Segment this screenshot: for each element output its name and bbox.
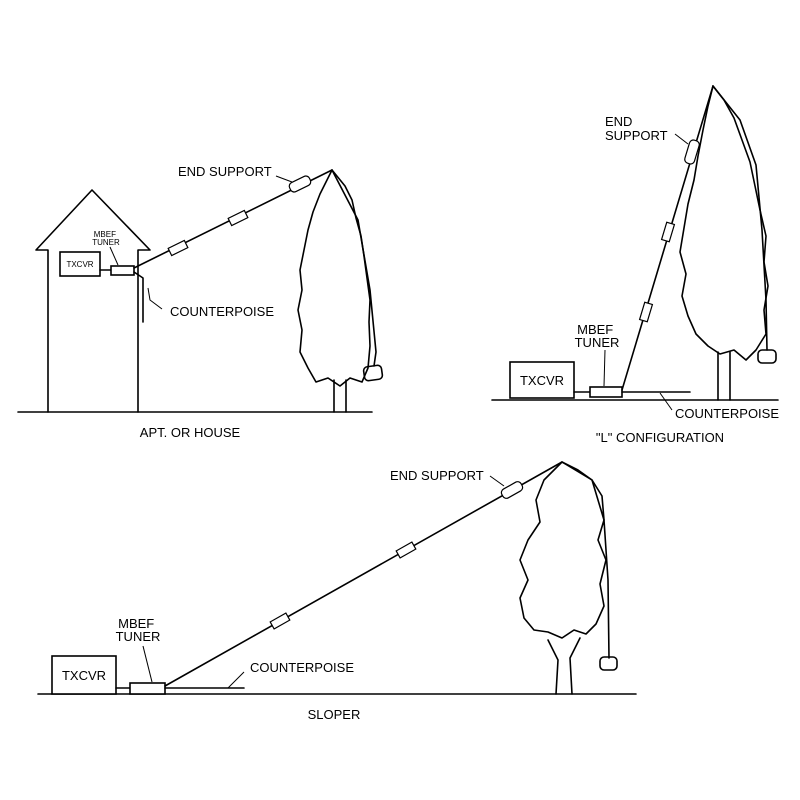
end-support-label: END SUPPORT bbox=[605, 114, 668, 143]
tree-foliage bbox=[679, 85, 769, 361]
tuner-box bbox=[129, 682, 166, 695]
counterpoise-label: COUNTERPOISE bbox=[170, 304, 274, 319]
end-support-label: END SUPPORT bbox=[178, 164, 272, 179]
end-support-insulator bbox=[500, 481, 524, 499]
end-support-pointer bbox=[489, 475, 505, 487]
tuner-label: MBEF TUNER bbox=[92, 230, 120, 247]
txcvr-box bbox=[59, 251, 101, 277]
end-support-insulator bbox=[288, 175, 312, 193]
insulator bbox=[167, 239, 189, 257]
tree-foliage bbox=[519, 461, 607, 639]
insulator bbox=[395, 541, 417, 559]
caption-apartment: APT. OR HOUSE bbox=[140, 425, 241, 440]
panel-apartment: TXCVR MBEF TUNER COUNTERPOISE END SUPPOR… bbox=[17, 164, 384, 440]
insulator bbox=[269, 612, 291, 630]
tuner-label: MBEF TUNER bbox=[116, 616, 161, 644]
insulator bbox=[227, 209, 249, 227]
end-support-pointer bbox=[674, 133, 689, 145]
tree-trunk bbox=[333, 379, 347, 413]
panel-l-config: TXCVR MBEF TUNER COUNTERPOISE END SUPPOR… bbox=[491, 85, 779, 445]
halyard-rope bbox=[561, 461, 610, 659]
tree-foliage bbox=[297, 169, 371, 387]
tuner-pointer bbox=[109, 246, 119, 266]
end-support-label: END SUPPORT bbox=[390, 468, 484, 483]
txcvr-label: TXCVR bbox=[62, 668, 106, 683]
house-outline bbox=[35, 189, 151, 413]
txcvr-label: TXCVR bbox=[520, 373, 564, 388]
txcvr-box bbox=[509, 361, 575, 399]
tuner-label: MBEF TUNER bbox=[575, 322, 620, 350]
tuner-pointer bbox=[142, 645, 153, 683]
tuner-box bbox=[589, 386, 623, 398]
panel-sloper: TXCVR MBEF TUNER COUNTERPOISE END SUPPOR… bbox=[37, 461, 637, 722]
counterpoise-pointer bbox=[227, 671, 245, 689]
txcvr-label: TXCVR bbox=[66, 260, 93, 269]
antenna-wire bbox=[164, 461, 563, 687]
caption-sloper: SLOPER bbox=[308, 707, 361, 722]
counterpoise-label: COUNTERPOISE bbox=[675, 406, 779, 421]
counterpoise-pointer bbox=[659, 392, 673, 411]
counterpoise-label: COUNTERPOISE bbox=[250, 660, 354, 675]
insulator bbox=[660, 221, 676, 243]
tuner-pointer bbox=[603, 349, 606, 387]
tuner-box bbox=[110, 265, 135, 276]
weight bbox=[362, 364, 384, 382]
halyard-rope bbox=[712, 85, 768, 351]
weight bbox=[599, 656, 618, 671]
counterpoise-wire bbox=[133, 271, 144, 323]
end-support-pointer bbox=[275, 175, 293, 183]
tree-trunk bbox=[547, 637, 581, 695]
caption-l-config: "L" CONFIGURATION bbox=[596, 430, 724, 445]
counterpoise-pointer bbox=[147, 287, 163, 310]
end-support-insulator bbox=[684, 139, 700, 165]
weight bbox=[757, 349, 777, 364]
halyard-rope bbox=[331, 169, 377, 367]
insulator bbox=[638, 301, 654, 323]
txcvr-box bbox=[51, 655, 117, 695]
tree-trunk bbox=[717, 351, 731, 401]
